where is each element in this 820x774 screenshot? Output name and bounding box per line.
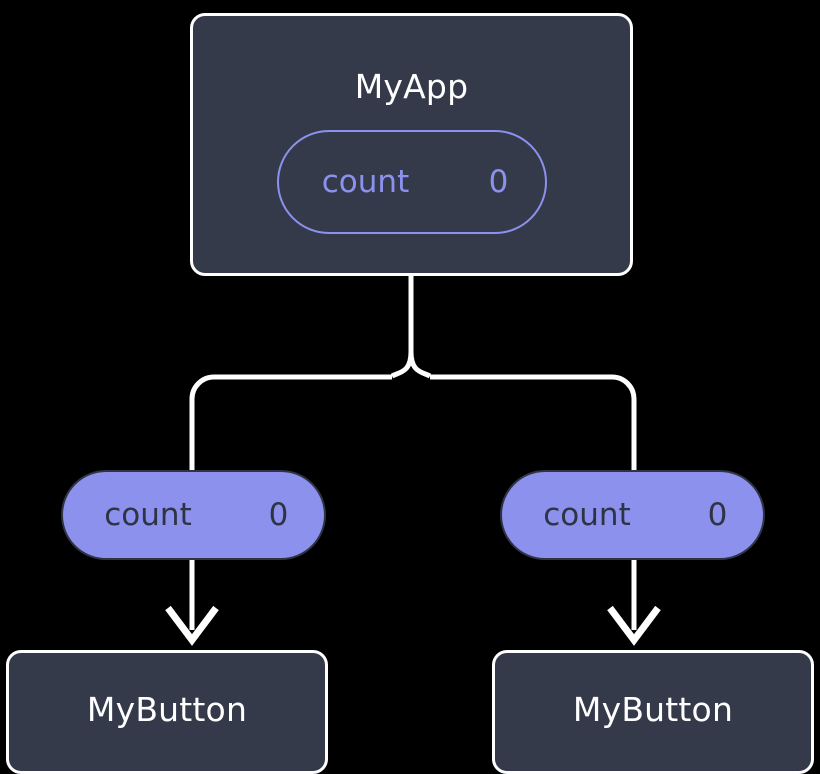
prop-pill-key-left: count <box>104 496 192 533</box>
state-pill-count[interactable]: count 0 <box>277 130 547 234</box>
prop-pill-count-right[interactable]: count 0 <box>500 470 765 560</box>
component-label-myapp: MyApp <box>354 67 469 106</box>
component-node-mybutton-right[interactable]: MyButton <box>492 650 814 774</box>
edge-to-right-prop <box>430 374 637 470</box>
state-pill-key: count <box>321 163 410 200</box>
component-label-mybutton-left: MyButton <box>86 690 248 729</box>
prop-pill-value-left: 0 <box>268 496 289 533</box>
prop-pill-value-right: 0 <box>707 496 728 533</box>
edge-split-right-curve <box>408 351 432 379</box>
edge-split-left-curve <box>390 351 414 379</box>
state-pill-value: 0 <box>488 163 509 200</box>
component-label-mybutton-right: MyButton <box>572 690 734 729</box>
arrow-left-prop-to-button <box>165 560 219 646</box>
prop-pill-count-left[interactable]: count 0 <box>61 470 326 560</box>
edge-to-left-prop <box>189 374 392 470</box>
arrow-right-prop-to-button <box>607 560 661 646</box>
prop-pill-key-right: count <box>543 496 631 533</box>
component-node-mybutton-left[interactable]: MyButton <box>6 650 328 774</box>
